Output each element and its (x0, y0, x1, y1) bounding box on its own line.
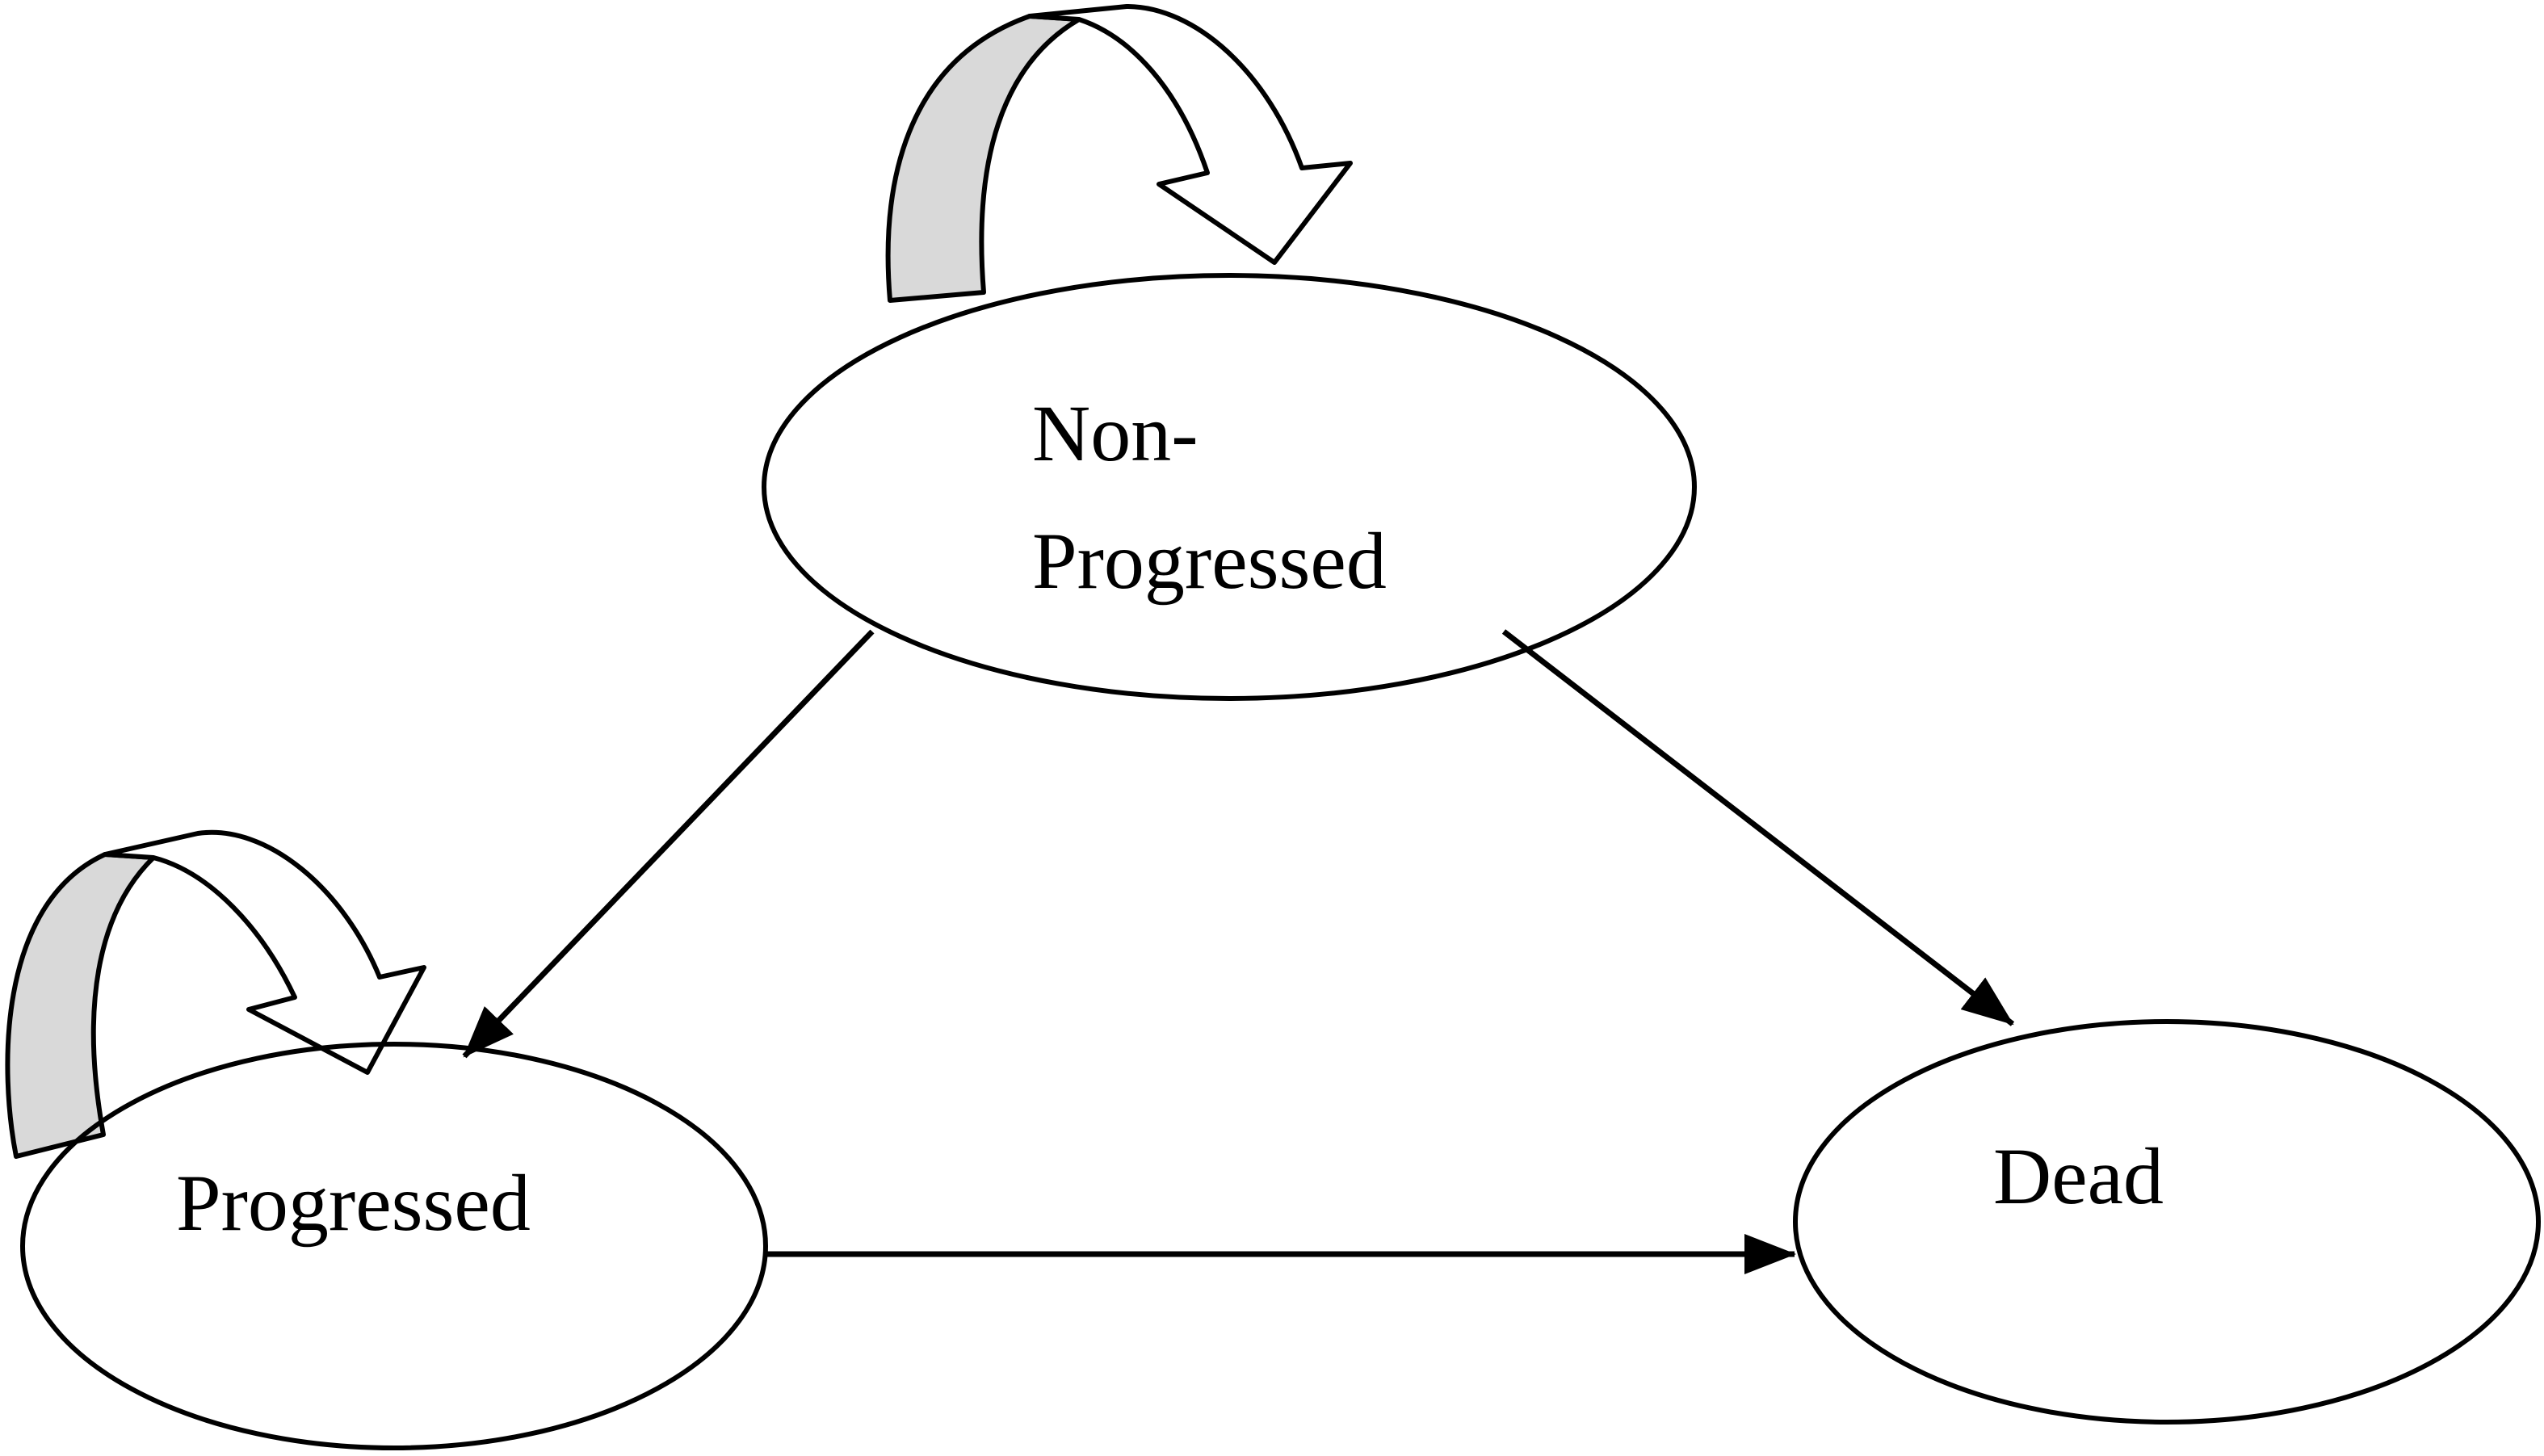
non-progressed-label-line1: Non- (1032, 388, 1199, 478)
non-progressed-label-line2: Progressed (1032, 516, 1387, 606)
self-loop-arrow-non-progressed (885, 4, 1353, 303)
self-loop-shaded-face (885, 14, 1081, 303)
state-progressed (20, 1042, 768, 1450)
state-dead (1793, 1019, 2541, 1425)
transition-arrow-non-progressed-to-dead (1501, 629, 2015, 1026)
self-loop-shaded-face (5, 852, 156, 1159)
self-loop-arrow-body (103, 829, 426, 1075)
dead-label: Dead (1993, 1131, 2164, 1221)
self-loop-arrow-body (1027, 4, 1353, 265)
state-non-progressed (762, 273, 1697, 701)
transition-arrow-non-progressed-to-progressed (462, 629, 875, 1059)
progressed-label: Progressed (176, 1158, 531, 1248)
self-loop-arrow-progressed (5, 829, 426, 1159)
